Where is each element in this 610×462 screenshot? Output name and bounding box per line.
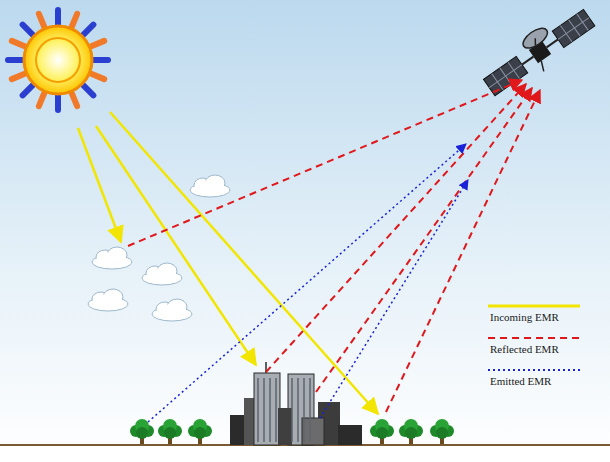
sun-ray [8, 57, 22, 63]
sun-ray [12, 41, 25, 46]
window-column [269, 378, 271, 442]
sun-ray [23, 25, 33, 35]
sun-ray [91, 74, 104, 79]
legend-label: Incoming EMR [486, 310, 598, 324]
legend-line-sample [486, 302, 582, 310]
legend-line-sample [486, 366, 582, 374]
legend-label: Reflected EMR [486, 342, 598, 356]
sun-ray [83, 85, 93, 95]
sun-ray [94, 57, 108, 63]
sun-ray [55, 10, 61, 24]
legend-entry: Emitted EMR [486, 366, 598, 388]
sun-ray [12, 74, 25, 79]
sun-ray [72, 93, 77, 106]
sun-ray [39, 93, 44, 106]
window-column [257, 378, 259, 442]
legend-entry: Reflected EMR [486, 334, 598, 356]
window-column [263, 378, 265, 442]
window-column [291, 378, 293, 442]
sun-ray [39, 14, 44, 27]
sun-ray [91, 41, 104, 46]
window-column [275, 378, 277, 442]
sun-ray [55, 96, 61, 110]
legend-label: Emitted EMR [486, 374, 598, 388]
sun-ray [23, 85, 33, 95]
legend-entry: Incoming EMR [486, 302, 598, 324]
legend-line-sample [486, 334, 582, 342]
window-column [297, 378, 299, 442]
sun-ray [83, 25, 93, 35]
window-column [309, 378, 311, 442]
legend: Incoming EMR Reflected EMR Emitted EMR [486, 302, 598, 398]
window-column [303, 378, 305, 442]
sun-ray [72, 14, 77, 27]
